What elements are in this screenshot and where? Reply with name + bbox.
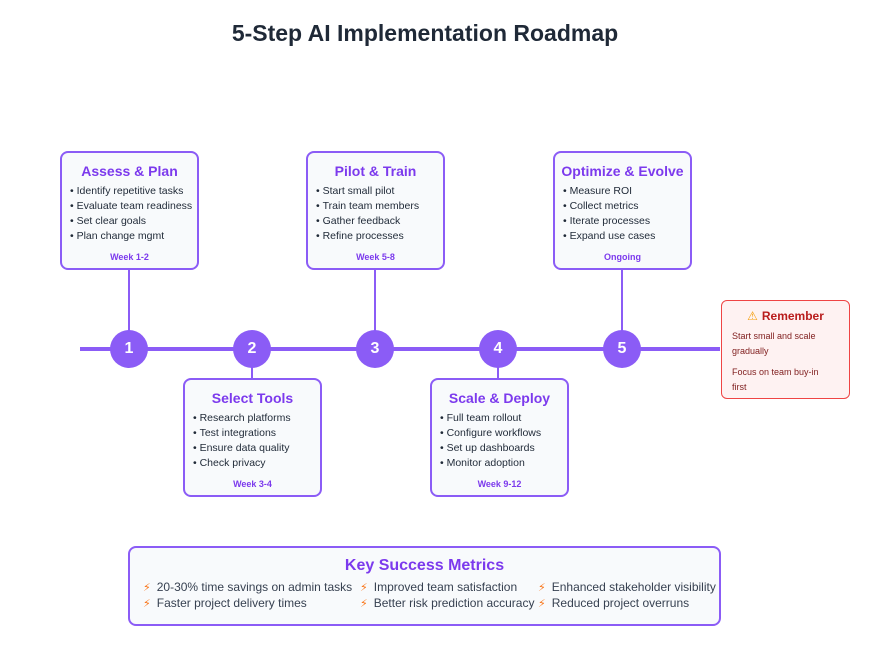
metric-item: ⚡ Improved team satisfaction [360,580,517,594]
step-2-timeframe: Week 3-4 [233,479,272,489]
lightning-icon: ⚡ [360,598,368,610]
lightning-icon: ⚡ [360,582,368,594]
step-5-title: Optimize & Evolve [561,163,684,179]
lightning-icon: ⚡ [143,582,151,594]
step-5-marker: 5 [603,330,641,368]
metric-item: ⚡ Faster project delivery times [143,596,307,610]
step-1-timeframe: Week 1-2 [110,252,149,262]
reminder-box: ⚠Remember Start small and scale graduall… [721,300,850,399]
reminder-line-1: Start small and scale gradually [732,331,816,356]
metric-label: Faster project delivery times [156,596,307,610]
step-3-card: Pilot & Train Start small pilot Train te… [306,151,445,270]
reminder-title: Remember [761,309,824,323]
metric-item: ⚡ Enhanced stakeholder visibility [538,580,716,594]
page-title: 5-Step AI Implementation Roadmap [231,20,619,46]
list-item: Configure workflows [440,426,567,441]
list-item: Test integrations [193,426,320,441]
list-item: Expand use cases [563,229,690,244]
list-item: Iterate processes [563,214,690,229]
list-item: Ensure data quality [193,441,320,456]
step-1-title: Assess & Plan [81,163,178,179]
step-3-marker: 3 [356,330,394,368]
step-2-card: Select Tools Research platforms Test int… [183,378,322,497]
step-5-list: Measure ROI Collect metrics Iterate proc… [563,184,690,244]
step-3-timeframe: Week 5-8 [356,252,395,262]
list-item: Evaluate team readiness [70,199,197,214]
step-3-list: Start small pilot Train team members Gat… [316,184,443,244]
lightning-icon: ⚡ [538,582,546,594]
reminder-header: ⚠Remember [722,309,849,323]
step-3-title: Pilot & Train [334,163,417,179]
step-4-title: Scale & Deploy [448,390,551,406]
list-item: Check privacy [193,456,320,471]
metric-item: ⚡ Reduced project overruns [538,596,689,610]
step-4-marker: 4 [479,330,517,368]
warning-icon: ⚠ [747,309,758,323]
metric-label: Enhanced stakeholder visibility [551,580,716,594]
metric-label: Improved team satisfaction [373,580,518,594]
list-item: Start small pilot [316,184,443,199]
list-item: Plan change mgmt [70,229,197,244]
metric-label: 20-30% time savings on admin tasks [156,580,353,594]
step-4-timeframe: Week 9-12 [477,479,522,489]
list-item: Set up dashboards [440,441,567,456]
step-1-list: Identify repetitive tasks Evaluate team … [70,184,197,244]
step-1-card: Assess & Plan Identify repetitive tasks … [60,151,199,270]
list-item: Identify repetitive tasks [70,184,197,199]
step-2-list: Research platforms Test integrations Ens… [193,411,320,471]
step-2-title: Select Tools [211,390,294,406]
metric-label: Reduced project overruns [551,596,690,610]
list-item: Measure ROI [563,184,690,199]
step-5-card: Optimize & Evolve Measure ROI Collect me… [553,151,692,270]
step-5-timeframe: Ongoing [604,252,641,262]
list-item: Refine processes [316,229,443,244]
step-4-list: Full team rollout Configure workflows Se… [440,411,567,471]
list-item: Set clear goals [70,214,197,229]
metrics-panel: Key Success Metrics ⚡ 20-30% time savings… [128,546,721,626]
lightning-icon: ⚡ [538,598,546,610]
step-1-marker: 1 [110,330,148,368]
metrics-title: Key Success Metrics [344,557,505,574]
metric-item: ⚡ Better risk prediction accuracy [360,596,534,610]
list-item: Train team members [316,199,443,214]
list-item: Gather feedback [316,214,443,229]
list-item: Research platforms [193,411,320,426]
list-item: Monitor adoption [440,456,567,471]
list-item: Collect metrics [563,199,690,214]
step-4-card: Scale & Deploy Full team rollout Configu… [430,378,569,497]
metric-item: ⚡ 20-30% time savings on admin tasks [143,580,352,594]
metric-label: Better risk prediction accuracy [373,596,535,610]
list-item: Full team rollout [440,411,567,426]
reminder-line-2: Focus on team buy-in first [732,367,819,392]
step-2-marker: 2 [233,330,271,368]
lightning-icon: ⚡ [143,598,151,610]
